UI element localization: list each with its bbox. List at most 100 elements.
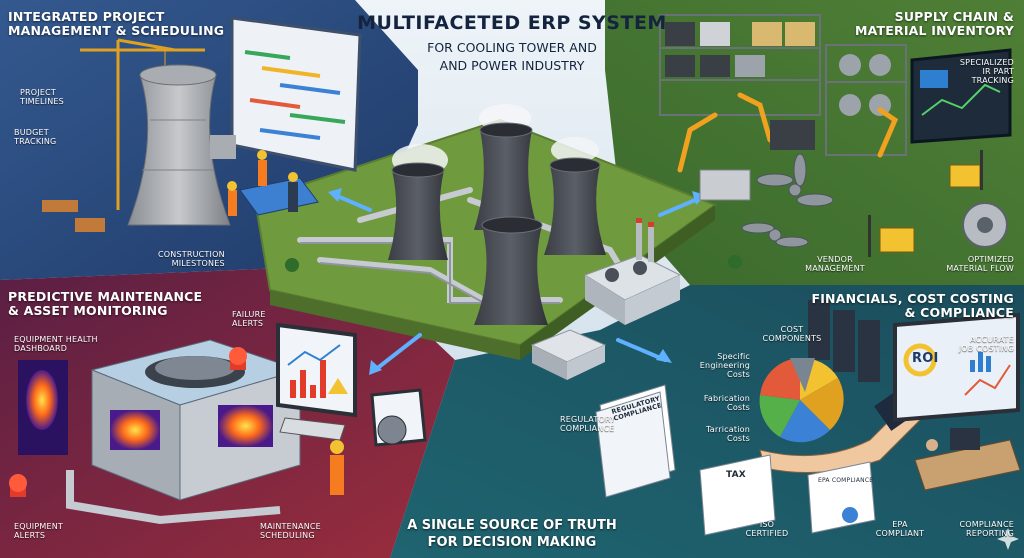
chiller-unit bbox=[583, 254, 682, 325]
label-material-flow: OPTIMIZED MATERIAL FLOW bbox=[930, 255, 1014, 273]
label-text: REPORTING bbox=[966, 529, 1014, 539]
label-text: Engineering bbox=[699, 361, 750, 371]
label-compliance-reporting: COMPLIANCE REPORTING bbox=[944, 520, 1014, 538]
keyboard bbox=[279, 417, 346, 441]
supply-heading-line1: SUPPLY CHAIN & bbox=[894, 9, 1014, 24]
label-text: Tarrication bbox=[706, 425, 750, 434]
label-text: Costs bbox=[727, 403, 750, 413]
building-materials bbox=[42, 135, 236, 232]
label-text: COST bbox=[780, 325, 804, 334]
workers bbox=[227, 150, 298, 216]
label-part-tracking: SPECIALIZED IR PART TRACKING bbox=[930, 58, 1014, 86]
label-text: BUDGET bbox=[14, 128, 49, 137]
cooling-tower bbox=[544, 157, 606, 255]
forklifts bbox=[868, 150, 983, 257]
label-job-costing: ACCURATE JOB COSTING bbox=[930, 335, 1014, 353]
label-text: EQUIPMENT HEALTH bbox=[14, 335, 98, 344]
label-tarrication-costs: Tarrication Costs bbox=[680, 425, 750, 443]
thermal-body-scan bbox=[18, 360, 68, 455]
financials-heading-line2: & COMPLIANCE bbox=[904, 305, 1014, 321]
label-text: CONSTRUCTION bbox=[158, 250, 225, 259]
office-desk bbox=[914, 428, 1021, 491]
label-failure-alerts: FAILURE ALERTS bbox=[232, 310, 266, 328]
label-text: REGULATORY bbox=[560, 415, 616, 424]
label-text: IR PART bbox=[982, 67, 1014, 77]
label-text: EPA bbox=[892, 520, 908, 529]
label-text: Fabrication bbox=[703, 394, 750, 403]
label-fabrication-costs: Fabrication Costs bbox=[680, 394, 750, 412]
label-budget-tracking: BUDGET TRACKING bbox=[14, 128, 56, 146]
label-text: ACCURATE bbox=[970, 335, 1014, 344]
control-building bbox=[530, 329, 607, 380]
alert-beacons bbox=[9, 347, 247, 497]
label-engineering-costs: Specific Engineering Costs bbox=[680, 352, 750, 380]
tax-doc-label: TAX bbox=[726, 470, 746, 480]
stock-crates bbox=[665, 22, 891, 116]
label-text: MAINTENANCE bbox=[260, 522, 321, 531]
label-iso-certified: ISO CERTIFIED bbox=[742, 520, 792, 538]
label-text: DASHBOARD bbox=[14, 344, 68, 354]
project-heading-line1: INTEGRATED PROJECT bbox=[8, 9, 165, 24]
cooling-tower bbox=[474, 216, 548, 325]
robotic-arms bbox=[677, 92, 899, 173]
pallet-stacks bbox=[699, 120, 815, 201]
label-text: SPECIALIZED bbox=[959, 58, 1014, 67]
label-text: OPTIMIZED bbox=[967, 255, 1014, 264]
fan-blade-assembly bbox=[741, 153, 834, 248]
label-regulatory-compliance: REGULATORY COMPLIANCE bbox=[560, 415, 615, 433]
maintenance-heading-line1: PREDICTIVE MAINTENANCE bbox=[8, 289, 203, 304]
main-subtitle-line2: AND POWER INDUSTRY bbox=[439, 58, 585, 73]
cost-pie-chart bbox=[759, 357, 844, 443]
label-text: COMPLIANCE bbox=[959, 520, 1014, 529]
label-text: MATERIAL FLOW bbox=[946, 264, 1014, 274]
label-text: TIMELINES bbox=[20, 97, 64, 107]
label-text: TRACKING bbox=[14, 137, 57, 147]
inventory-monitor bbox=[910, 48, 1012, 144]
gantt-chart-screen bbox=[230, 16, 362, 172]
analytics-monitor bbox=[276, 322, 357, 418]
label-text: FAILURE bbox=[232, 310, 266, 319]
project-heading-line2: MANAGEMENT & SCHEDULING bbox=[8, 23, 225, 39]
maintenance-heading-line2: & ASSET MONITORING bbox=[8, 303, 168, 319]
label-equipment-health-dashboard: EQUIPMENT HEALTH DASHBOARD bbox=[14, 335, 98, 353]
blueprint-table bbox=[239, 177, 319, 216]
maintenance-heading: PREDICTIVE MAINTENANCE & ASSET MONITORIN… bbox=[8, 289, 203, 319]
label-vendor-management: VENDOR MANAGEMENT bbox=[790, 255, 880, 273]
cooling-tower bbox=[388, 162, 448, 260]
label-text: COMPLIANCE bbox=[560, 424, 615, 434]
cooling-unit bbox=[90, 339, 302, 501]
label-text: Costs bbox=[727, 434, 750, 444]
label-text: MILESTONES bbox=[171, 259, 225, 269]
supply-heading: SUPPLY CHAIN & MATERIAL INVENTORY bbox=[800, 9, 1014, 39]
main-subtitle-line1: FOR COOLING TOWER AND bbox=[427, 40, 597, 55]
label-text: EQUIPMENT bbox=[14, 522, 64, 531]
label-text: ALERTS bbox=[232, 319, 264, 329]
label-cost-components: COST COMPONENTS bbox=[752, 325, 832, 343]
label-text: PROJECT bbox=[20, 88, 56, 97]
exhaust-stacks bbox=[636, 218, 654, 262]
label-maintenance-scheduling: MAINTENANCE SCHEDULING bbox=[260, 522, 321, 540]
project-heading: INTEGRATED PROJECT MANAGEMENT & SCHEDULI… bbox=[8, 9, 225, 39]
label-text: COMPLIANT bbox=[875, 529, 925, 539]
label-epa-compliant: EPA COMPLIANT bbox=[870, 520, 930, 538]
label-text: SCHEDULING bbox=[260, 531, 315, 541]
label-text: ALERTS bbox=[14, 531, 46, 541]
diagnostic-tablet bbox=[370, 388, 427, 447]
construction-crane bbox=[80, 38, 205, 210]
label-text: MANAGEMENT bbox=[805, 264, 865, 274]
label-text: TRACKING bbox=[971, 76, 1014, 86]
label-text: VENDOR bbox=[817, 255, 853, 264]
trees bbox=[285, 255, 742, 272]
label-text: Costs bbox=[727, 370, 750, 380]
cooling-tower bbox=[474, 122, 538, 230]
bottom-banner-line2: FOR DECISION MAKING bbox=[427, 535, 597, 550]
financials-heading: FINANCIALS, COST COSTING & COMPLIANCE bbox=[790, 291, 1014, 321]
regulatory-documents bbox=[595, 384, 876, 536]
supply-heading-line2: MATERIAL INVENTORY bbox=[854, 23, 1014, 39]
label-text: ISO bbox=[759, 520, 775, 529]
label-construction-milestones: CONSTRUCTION MILESTONES bbox=[158, 250, 225, 268]
sparkle-icon bbox=[997, 528, 1019, 550]
main-title: MULTIFACETED ERP SYSTEM bbox=[357, 12, 667, 34]
epa-doc-label: EPA COMPLIANCE bbox=[818, 477, 874, 484]
